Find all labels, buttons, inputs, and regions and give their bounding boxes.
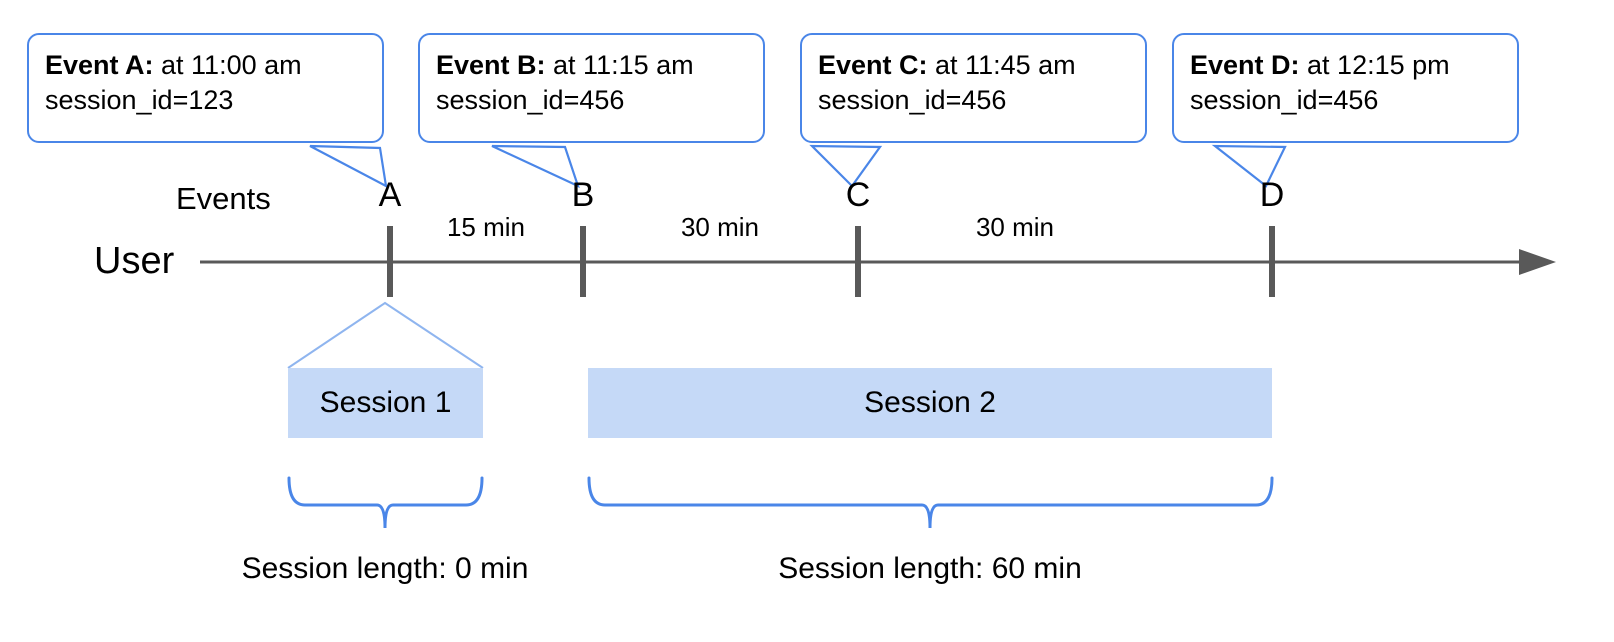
callout-c-event-time: at 11:45 am [927, 50, 1076, 80]
event-marker-label-c: C [845, 176, 871, 214]
session-1-length-label: Session length: 0 min [241, 552, 529, 585]
callout-c-session-id: session_id=456 [818, 85, 1007, 116]
session-bar-1: Session 1 [288, 368, 483, 438]
callout-tail-d [1211, 144, 1287, 188]
interval-label-b-c: 30 min [680, 212, 760, 242]
callout-d-event-name: Event D: [1190, 50, 1300, 80]
callout-b-event-time: at 11:15 am [545, 50, 694, 80]
callout-b-event-name: Event B: [436, 50, 546, 80]
callout-d-event-time: at 12:15 pm [1299, 50, 1450, 80]
callout-tail-b [491, 144, 580, 189]
callout-event-b: Event B: at 11:15 am session_id=456 [418, 33, 765, 143]
session-1-brace [287, 476, 484, 529]
session-2-length-label: Session length: 60 min [778, 552, 1082, 585]
session-2-brace [587, 476, 1274, 529]
callout-c-event-name: Event C: [818, 50, 928, 80]
callout-tail-c [809, 144, 883, 188]
callout-a-session-id: session_id=123 [45, 85, 234, 116]
session-1-tent [287, 301, 484, 369]
interval-label-a-b: 15 min [446, 212, 526, 242]
callout-b-session-id: session_id=456 [436, 85, 625, 116]
callout-a-event-time: at 11:00 am [153, 50, 302, 80]
events-row-label: Events [176, 181, 271, 216]
callout-a-event-name: Event A: [45, 50, 154, 80]
user-row-label: User [94, 240, 175, 282]
callout-event-a: Event A: at 11:00 am session_id=123 [27, 33, 384, 143]
callout-event-d: Event D: at 12:15 pm session_id=456 [1172, 33, 1519, 143]
callout-tail-a [309, 144, 388, 188]
session-bar-2: Session 2 [588, 368, 1272, 438]
callout-event-c: Event C: at 11:45 am session_id=456 [800, 33, 1147, 143]
event-marker-label-d: D [1259, 176, 1285, 214]
time-axis-arrowhead [1519, 249, 1556, 275]
session-bar-1-label: Session 1 [319, 386, 452, 419]
event-marker-label-a: A [378, 176, 402, 214]
callout-d-session-id: session_id=456 [1190, 85, 1379, 116]
session-bar-2-label: Session 2 [864, 386, 996, 419]
interval-label-c-d: 30 min [975, 212, 1055, 242]
event-marker-label-b: B [571, 176, 595, 214]
